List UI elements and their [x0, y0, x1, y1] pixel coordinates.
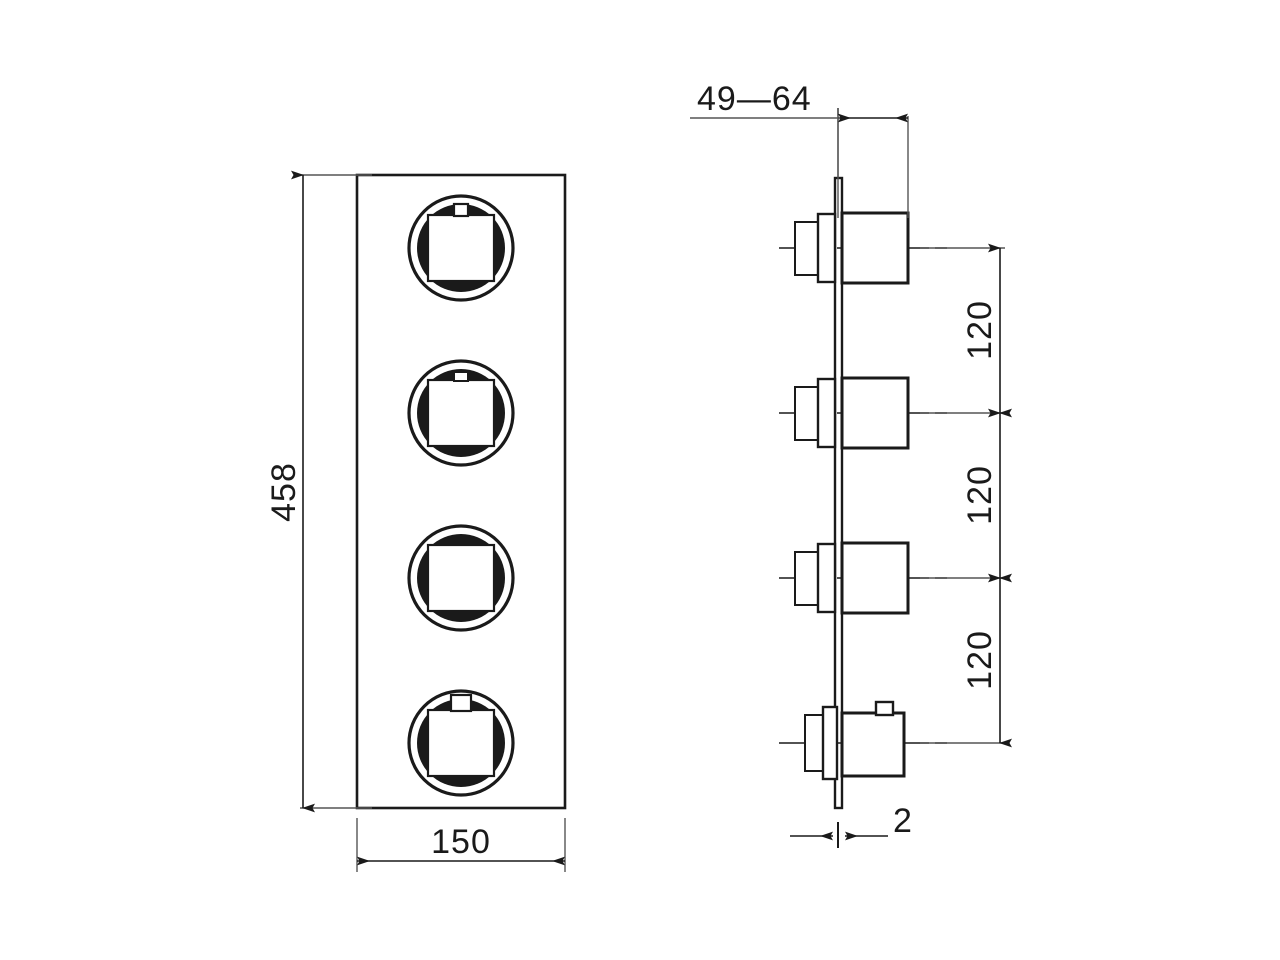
- dimension-label-458: 458: [265, 462, 303, 522]
- valve-body: [840, 711, 906, 778]
- knob-square-face: [426, 708, 496, 778]
- dimension-label-49-64: 49—64: [697, 80, 812, 118]
- knob-square-face: [426, 378, 496, 448]
- knob-square-face: [426, 543, 496, 613]
- side-valve-2: [779, 376, 947, 450]
- knob-top-tab: [449, 693, 473, 713]
- knob-top-tab: [453, 371, 469, 382]
- dimension-label-spacing-3: 120: [961, 630, 999, 690]
- front-knob-1[interactable]: [407, 194, 515, 302]
- valve-collar: [816, 542, 837, 614]
- dimension-overall-width: 150: [356, 818, 566, 872]
- valve-cap-outer: [794, 551, 820, 606]
- dimension-label-2: 2: [893, 802, 913, 840]
- front-knob-3[interactable]: [407, 524, 515, 632]
- valve-body: [840, 211, 910, 285]
- valve-cap-outer: [794, 221, 820, 276]
- knob-square-face: [426, 213, 496, 283]
- front-view-group: 458 150: [265, 170, 567, 872]
- side-valve-1: [779, 211, 947, 285]
- side-valve-3: [779, 541, 947, 615]
- front-knob-2[interactable]: [407, 359, 515, 467]
- valve-collar: [816, 377, 837, 449]
- valve-body: [840, 541, 910, 615]
- valve-collar: [816, 212, 837, 284]
- dimension-projection-depth: 49—64: [690, 80, 909, 218]
- valve-top-nub: [874, 700, 895, 717]
- side-valve-4: [779, 700, 947, 781]
- valve-collar: [821, 705, 839, 781]
- dimension-wall-thickness: 2: [790, 802, 913, 848]
- dimension-label-150: 150: [431, 823, 491, 861]
- dimension-overall-height: 458: [265, 170, 372, 813]
- valve-body: [840, 376, 910, 450]
- dimension-spacing-group: 120 120 120: [920, 243, 1012, 748]
- knob-top-tab: [452, 202, 470, 218]
- front-knob-4[interactable]: [407, 689, 515, 797]
- valve-cap-outer: [794, 386, 820, 441]
- dimension-label-spacing-1: 120: [961, 300, 999, 360]
- dimension-label-spacing-2: 120: [961, 465, 999, 525]
- side-view-group: 49—64 120 120 120 2: [690, 80, 1012, 848]
